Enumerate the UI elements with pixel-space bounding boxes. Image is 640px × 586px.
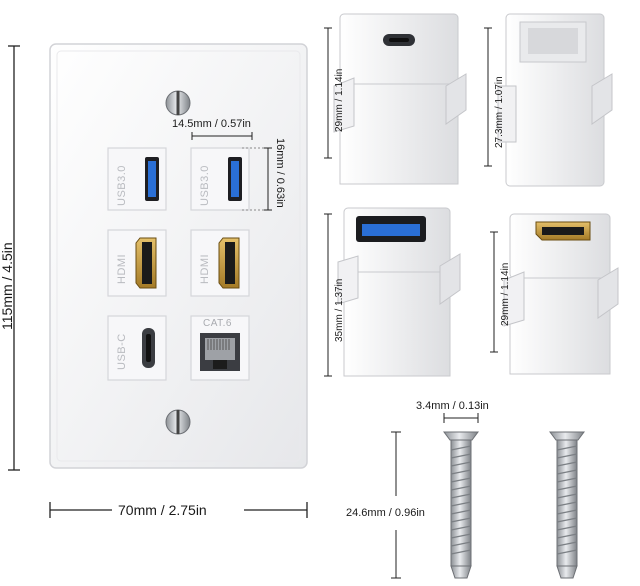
- module-dimension-lines: [324, 27, 498, 377]
- usbc-port-icon: [142, 328, 155, 368]
- plate-screw-top-icon: [165, 90, 191, 116]
- screw-length-label: 24.6mm / 0.96in: [346, 507, 425, 519]
- screw-left-icon: [443, 431, 479, 579]
- port-label-usbc: USB-C: [116, 333, 128, 370]
- port-width-label: 14.5mm / 0.57in: [172, 118, 251, 130]
- hdmi-keystone-module: [503, 213, 619, 375]
- plate-height-dimension: [8, 45, 20, 471]
- usb-port-left-icon: [145, 157, 159, 201]
- rj45-keystone-module: [497, 13, 613, 187]
- rj45-port-icon: [200, 333, 240, 371]
- port-label-usb-right: USB3.0: [199, 165, 211, 206]
- screw-dimension-lines: [391, 413, 479, 579]
- port-label-hdmi-left: HDMI: [116, 253, 128, 284]
- port-height-label: 16mm / 0.63in: [274, 138, 286, 208]
- plate-width-dimension: [49, 502, 308, 518]
- usb-module-height-label: 35mm / 1.37in: [334, 278, 345, 342]
- rj45-module-height-label: 27.3mm / 1.07in: [494, 76, 505, 148]
- screw-right-icon: [549, 431, 585, 579]
- plate-screw-bottom-icon: [165, 409, 191, 435]
- hdmi-port-right-icon: [218, 237, 240, 289]
- plate-height-label: 115mm / 4.5in: [0, 242, 15, 330]
- plate-width-label: 70mm / 2.75in: [118, 502, 207, 518]
- usb-port-right-icon: [228, 157, 242, 201]
- port-label-usb-left: USB3.0: [116, 165, 128, 206]
- port-label-cat6: CAT.6: [203, 318, 232, 329]
- usbc-module-height-label: 29mm / 1.14in: [334, 68, 345, 132]
- port-frame-usbc: [107, 315, 167, 381]
- usb-keystone-module: [337, 207, 461, 377]
- hdmi-module-height-label: 29mm / 1.14in: [500, 262, 511, 326]
- screw-head-label: 3.4mm / 0.13in: [416, 400, 489, 412]
- port-height-dimension: [242, 147, 272, 211]
- port-label-hdmi-right: HDMI: [199, 253, 211, 284]
- hdmi-port-left-icon: [135, 237, 157, 289]
- port-width-dimension: [191, 132, 253, 140]
- usbc-keystone-module: [333, 13, 467, 185]
